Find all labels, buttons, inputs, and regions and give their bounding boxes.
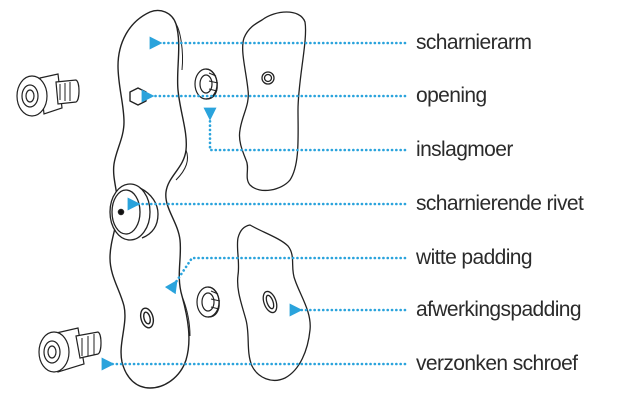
label-hinge-rivet: scharnierende rivet (416, 193, 583, 214)
label-countersunk-screw: verzonken schroef (416, 353, 577, 374)
label-insert-nut: inslagmoer (416, 139, 513, 160)
back-arm-upper (239, 12, 305, 190)
insert-nut-part (195, 69, 218, 99)
screw-bottom-left (39, 328, 101, 372)
label-hinge-arm: scharnierarm (416, 32, 531, 53)
label-opening: opening (416, 85, 487, 106)
insert-nut-part-lower (197, 287, 220, 317)
opening-hex (130, 88, 146, 105)
back-arm-lower (237, 225, 310, 380)
screw-top-left (17, 74, 79, 116)
label-white-padding: witte padding (416, 247, 532, 268)
label-finishing-padding: afwerkingspadding (416, 299, 581, 320)
